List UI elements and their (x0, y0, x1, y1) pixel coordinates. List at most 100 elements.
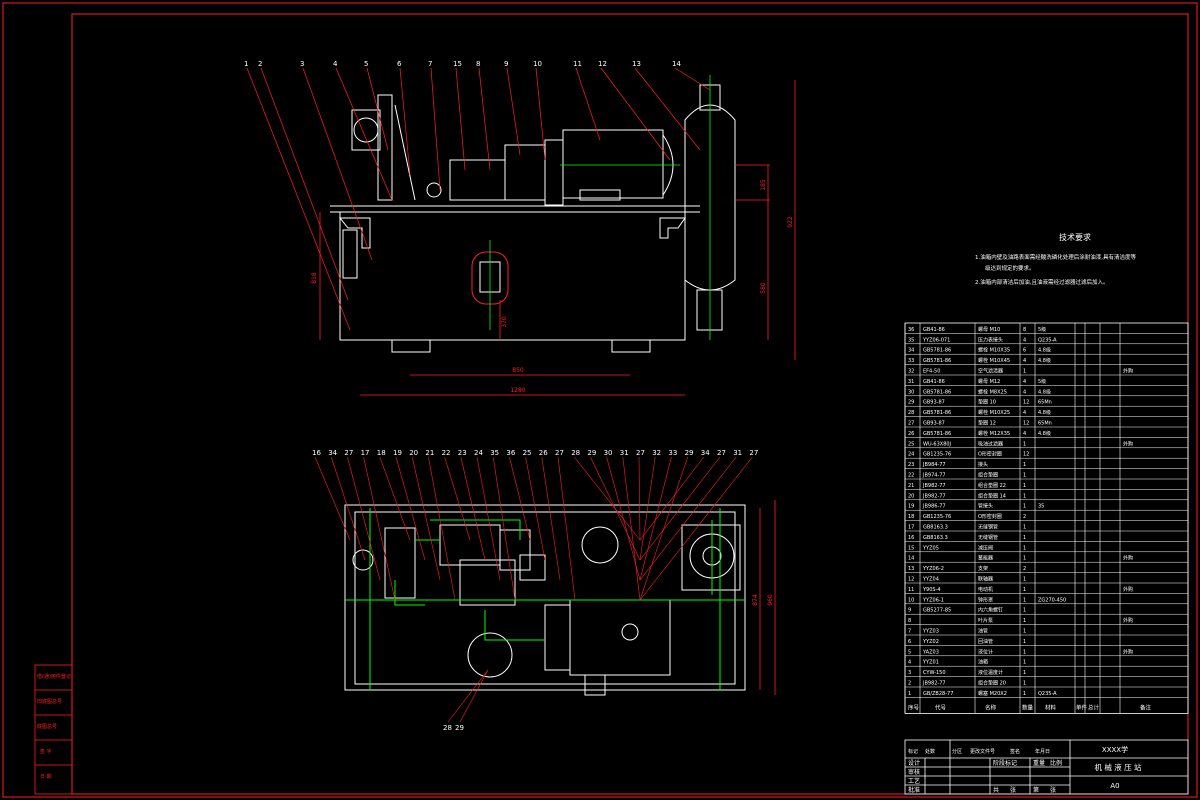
bom-cell-name: 吸油过滤器 (978, 440, 1003, 447)
bottom-leader (639, 456, 688, 601)
bom-cell-code: JB982-77 (922, 493, 946, 499)
bom-cell-code: GB5781-86 (923, 358, 951, 364)
bottom-leader (395, 456, 426, 561)
bom-cell-n: 34 (908, 348, 914, 354)
plan-motor-foot (584, 674, 606, 696)
bom-cell-n: 33 (908, 358, 914, 364)
bottom-callout: 34 (701, 449, 710, 457)
bottom-leader (573, 456, 641, 541)
tech-req-title: 技术要求 (1059, 232, 1091, 242)
top-leader (335, 67, 393, 201)
bom-cell-qty: 1 (1023, 660, 1026, 666)
dim-185: 185 (760, 179, 767, 191)
bell-housing (544, 139, 564, 206)
tb-stage: 阶段标记 (993, 759, 1017, 767)
bom-cell-name: 螺母 M10 (978, 326, 1000, 333)
bom-cell-code: JB974-77 (922, 473, 946, 479)
bom-cell-name: 螺母 M12 (978, 378, 1000, 385)
bom-cell-code: EF4-50 (923, 369, 940, 375)
tb-mark: 标记 (908, 748, 918, 755)
bom-cell-mat: 65Mn (1038, 400, 1052, 406)
lifting-lug-left (338, 217, 371, 249)
bom-cell-qty: 8 (1023, 327, 1026, 333)
tb-count: 处数 (925, 748, 935, 755)
tb-weight: 重量 (1033, 759, 1045, 767)
bottom-leader (590, 456, 641, 561)
bom-cell-code: YYZ01 (922, 660, 939, 666)
bom-cell-name: 螺栓 M8X25 (978, 388, 1007, 395)
bottom-callout-extra: 28 (443, 724, 452, 732)
tb-change-doc: 更改文件号 (970, 748, 995, 755)
bottom-callout: 19 (393, 449, 402, 457)
bottom-leader (639, 456, 672, 581)
bottom-leader (639, 456, 737, 581)
top-leader (506, 67, 521, 156)
dim-960: 960 (767, 594, 774, 606)
bottom-leader (492, 456, 516, 601)
plan-valve-2 (459, 559, 516, 606)
bom-cell-code: GB5781-86 (923, 348, 951, 354)
bom-cell-n: 30 (908, 389, 914, 395)
bottom-leader (411, 456, 441, 581)
bom-cell-name: 组合垫圈 20 (978, 680, 1006, 687)
top-callout: 4 (333, 60, 338, 68)
bom-cell-qty: 1 (1023, 556, 1026, 562)
bom-cell-code: JB982-77 (922, 483, 946, 489)
bottom-leader (330, 456, 366, 561)
bom-cell-name: 螺栓 M10X35 (978, 347, 1010, 354)
plan-inner (354, 511, 736, 685)
bottom-leader (428, 456, 456, 601)
bom-cell-qty: 1 (1023, 493, 1026, 499)
bom-cell-n: 18 (908, 514, 914, 520)
bom-cell-qty: 2 (1023, 566, 1026, 572)
plan-gauge (352, 549, 374, 571)
bottom-callout: 23 (458, 449, 467, 457)
bom-cell-code: YYZ06-2 (922, 566, 944, 572)
lifting-lug-right (659, 217, 686, 239)
dim-818: 818 (311, 272, 318, 284)
bom-cell-name: 减压阀 (978, 544, 993, 551)
bom-cell-name: 钟形罩 (978, 596, 993, 603)
bottom-callout: 30 (604, 449, 613, 457)
bom-cell-name: 管接头 (978, 503, 993, 510)
tech-req-line1b: 级达到规定的要求。 (985, 264, 1035, 272)
bottom-leader (639, 456, 656, 561)
bottom-leader (639, 456, 753, 601)
bom-cell-n: 16 (908, 535, 914, 541)
bottom-leader (509, 456, 531, 541)
bom-cell-n: 1 (908, 691, 911, 697)
bom-cell-n: 29 (908, 400, 914, 406)
bom-cell-mat: Q235-A (1038, 337, 1057, 343)
bom-cell-mat: 4.8级 (1038, 430, 1051, 437)
bom-cell-qty: 1 (1023, 462, 1026, 468)
school-name: XXXX学 (1102, 745, 1128, 754)
bom-cell-n: 2 (908, 681, 911, 687)
plan-dimensions (759, 500, 776, 695)
bom-cell-name: 接头 (978, 461, 988, 468)
bom-cell-name: 螺栓 M10X25 (978, 409, 1010, 416)
bom-cell-qty: 1 (1023, 483, 1026, 489)
top-callout: 8 (476, 60, 480, 68)
bom-cell-qty: 4 (1023, 379, 1026, 385)
bom-cell-n: 24 (908, 452, 914, 458)
bottom-leader (314, 456, 351, 541)
bottom-callout: 27 (344, 449, 353, 457)
bom-cell-qty: 1 (1023, 618, 1026, 624)
bom-cell-code: JB982-77 (922, 681, 946, 687)
bottom-leader-extra (447, 669, 489, 723)
bom-cell-name: 油箱 (978, 659, 988, 666)
bottom-callout: 27 (749, 449, 758, 457)
valve-knob (426, 182, 442, 198)
bom-cell-note: 外购 (1123, 617, 1133, 624)
tb-sheet-no: 第 (1033, 786, 1039, 794)
bom-cell-mat: Q235-A (1038, 691, 1057, 697)
gauge-dial (353, 117, 379, 143)
bom-cell-name: 螺塞 M20X2 (978, 690, 1007, 697)
bom-header-qty: 数量 (1022, 703, 1034, 711)
bottom-leader (525, 456, 546, 561)
bom-cell-qty: 1 (1023, 681, 1026, 687)
level-gauge (342, 229, 358, 279)
foot-left (391, 339, 431, 353)
